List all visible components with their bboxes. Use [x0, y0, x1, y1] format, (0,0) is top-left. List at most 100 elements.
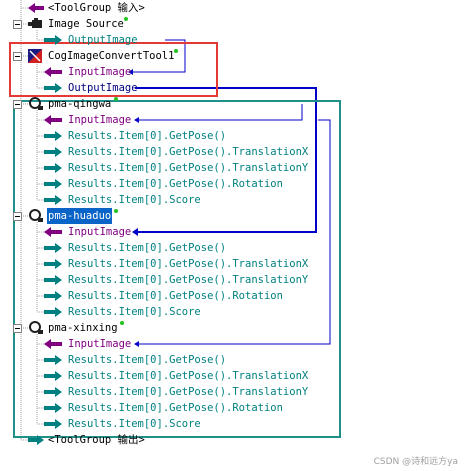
qingwa-input-label: InputImage — [68, 114, 132, 126]
result-label: Results.Item[0].Score — [68, 418, 201, 430]
result-label: Results.Item[0].GetPose().TranslationY — [68, 386, 309, 398]
convert-output-label: OutputImage — [68, 82, 138, 94]
output-arrow-icon — [44, 163, 62, 173]
tree-row-qingwa-output-1[interactable]: Results.Item[0].GetPose().TranslationX — [0, 144, 464, 160]
result-label: Results.Item[0].GetPose().TranslationX — [68, 146, 309, 158]
convert-tool-label: CogImageConvertTool1 — [48, 50, 175, 62]
tree-row-huaduo-output-2[interactable]: Results.Item[0].GetPose().TranslationY — [0, 272, 464, 288]
image-source-label: Image Source — [48, 18, 124, 30]
output-arrow-icon — [44, 419, 62, 429]
tree-row-qingwa-output-2[interactable]: Results.Item[0].GetPose().TranslationY — [0, 160, 464, 176]
tree-row-xinxing-output-0[interactable]: Results.Item[0].GetPose() — [0, 352, 464, 368]
result-label: Results.Item[0].GetPose().Rotation — [68, 290, 283, 302]
input-arrow-icon — [44, 227, 62, 237]
tree-row-xinxing-output-3[interactable]: Results.Item[0].GetPose().Rotation — [0, 400, 464, 416]
output-arrow-icon — [44, 131, 62, 141]
output-arrow-icon — [44, 387, 62, 397]
huaduo-input-label: InputImage — [68, 226, 132, 238]
output-arrow-icon — [44, 403, 62, 413]
output-arrow-icon — [44, 195, 62, 205]
tree-row-image-source-output[interactable]: OutputImage — [0, 32, 464, 48]
tree-row-xinxing-output-2[interactable]: Results.Item[0].GetPose().TranslationY — [0, 384, 464, 400]
collapse-toggle[interactable] — [13, 212, 22, 221]
link-to-qingwa — [136, 104, 303, 121]
tree-row-toolgroup-output[interactable]: <ToolGroup 输出> — [0, 432, 464, 448]
status-dot — [174, 49, 178, 53]
toolgroup-output-label: <ToolGroup 输出> — [48, 434, 145, 446]
collapse-toggle[interactable] — [13, 52, 22, 61]
output-arrow-icon — [44, 371, 62, 381]
output-arrow-icon — [44, 259, 62, 269]
status-dot — [124, 17, 128, 21]
tree-row-qingwa-output-0[interactable]: Results.Item[0].GetPose() — [0, 128, 464, 144]
result-label: Results.Item[0].GetPose().TranslationX — [68, 258, 309, 270]
output-arrow-icon — [44, 147, 62, 157]
status-dot — [114, 209, 118, 213]
tree-row-pma-qingwa[interactable]: pma-qingwa — [0, 96, 464, 112]
tree-row-toolgroup-input[interactable]: <ToolGroup 输入> — [0, 0, 464, 16]
pma-tool-icon — [29, 209, 43, 222]
status-dot — [120, 321, 124, 325]
tree-row-image-source[interactable]: Image Source — [0, 16, 464, 32]
collapse-toggle[interactable] — [13, 324, 22, 333]
tree-row-convert-input[interactable]: InputImage — [0, 64, 464, 80]
output-arrow-icon — [44, 307, 62, 317]
tree-row-convert-output[interactable]: OutputImage — [0, 80, 464, 96]
camera-icon — [28, 18, 42, 28]
result-label: Results.Item[0].GetPose().Rotation — [68, 402, 283, 414]
result-label: Results.Item[0].GetPose() — [68, 354, 227, 366]
pma-xinxing-label: pma-xinxing — [48, 322, 118, 334]
xinxing-input-label: InputImage — [68, 338, 132, 350]
pma-tool-icon — [29, 321, 43, 334]
tree-row-huaduo-output-4[interactable]: Results.Item[0].Score — [0, 304, 464, 320]
output-arrow-icon — [44, 179, 62, 189]
pma-tool-icon — [29, 97, 43, 110]
output-arrow-icon — [28, 435, 44, 445]
tree-row-huaduo-output-0[interactable]: Results.Item[0].GetPose() — [0, 240, 464, 256]
result-label: Results.Item[0].GetPose() — [68, 130, 227, 142]
result-label: Results.Item[0].GetPose().TranslationY — [68, 274, 309, 286]
tree-row-xinxing-input[interactable]: InputImage — [0, 336, 464, 352]
output-arrow-icon — [44, 355, 62, 365]
watermark: CSDN @诗和远方ya — [373, 457, 458, 467]
output-arrow-icon — [44, 35, 62, 45]
highlight-pma-box — [13, 100, 341, 438]
input-arrow-icon — [28, 3, 44, 13]
collapse-toggle[interactable] — [13, 100, 22, 109]
highlight-convert-box — [9, 42, 218, 97]
output-arrow-icon — [44, 243, 62, 253]
pma-huaduo-label: pma-huaduo — [47, 208, 113, 224]
result-label: Results.Item[0].Score — [68, 306, 201, 318]
link-arrowheads — [128, 69, 139, 347]
tree-row-pma-huaduo[interactable]: pma-huaduo — [0, 208, 464, 224]
convert-input-label: InputImage — [68, 66, 132, 78]
result-label: Results.Item[0].GetPose() — [68, 242, 227, 254]
result-label: Results.Item[0].Score — [68, 194, 201, 206]
link-lines — [130, 39, 331, 345]
input-arrow-icon — [44, 67, 62, 77]
tree-row-huaduo-input[interactable]: InputImage — [0, 224, 464, 240]
result-label: Results.Item[0].GetPose().TranslationX — [68, 370, 309, 382]
tree-row-huaduo-output-3[interactable]: Results.Item[0].GetPose().Rotation — [0, 288, 464, 304]
image-source-output-label: OutputImage — [68, 34, 138, 46]
tree-row-qingwa-input[interactable]: InputImage — [0, 112, 464, 128]
tree-row-pma-xinxing[interactable]: pma-xinxing — [0, 320, 464, 336]
result-label: Results.Item[0].GetPose().Rotation — [68, 178, 283, 190]
tree-row-huaduo-output-1[interactable]: Results.Item[0].GetPose().TranslationX — [0, 256, 464, 272]
pma-qingwa-label: pma-qingwa — [48, 98, 112, 110]
tree-row-convert-tool[interactable]: CogImageConvertTool1 — [0, 48, 464, 64]
tree-row-qingwa-output-3[interactable]: Results.Item[0].GetPose().Rotation — [0, 176, 464, 192]
collapse-toggle[interactable] — [13, 20, 22, 29]
result-label: Results.Item[0].GetPose().TranslationY — [68, 162, 309, 174]
input-arrow-icon — [44, 115, 62, 125]
tree-row-xinxing-output-4[interactable]: Results.Item[0].Score — [0, 416, 464, 432]
tree-row-qingwa-output-4[interactable]: Results.Item[0].Score — [0, 192, 464, 208]
link-image-to-convert — [130, 39, 186, 73]
input-arrow-icon — [44, 339, 62, 349]
output-arrow-icon — [44, 83, 62, 93]
output-arrow-icon — [44, 291, 62, 301]
output-arrow-icon — [44, 275, 62, 285]
status-dot — [114, 97, 118, 101]
tree-row-xinxing-output-1[interactable]: Results.Item[0].GetPose().TranslationX — [0, 368, 464, 384]
